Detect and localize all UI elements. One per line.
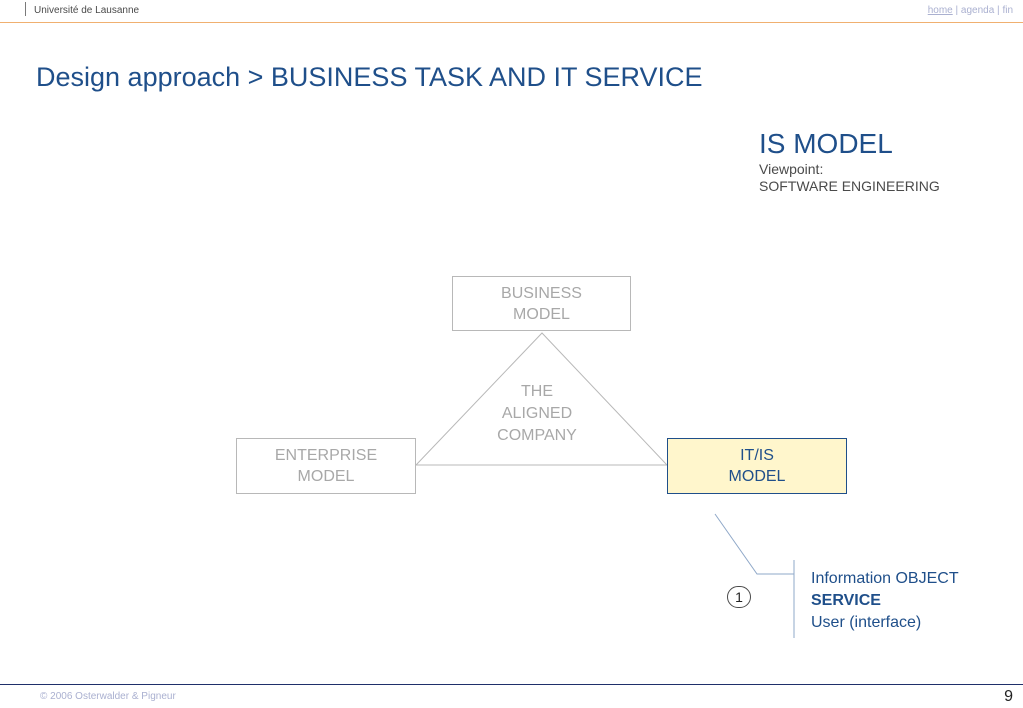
step-number-badge: 1 — [727, 586, 751, 608]
center-line1: THE — [521, 383, 553, 400]
nav-separator: | — [955, 5, 959, 16]
itis-model-box: IT/IS MODEL — [667, 438, 847, 494]
business-model-line2: MODEL — [513, 305, 570, 323]
info-object-label: Information OBJECT — [811, 570, 959, 587]
is-model-block: IS MODEL Viewpoint: SOFTWARE ENGINEERING — [759, 127, 940, 195]
service-label: SERVICE — [811, 592, 881, 609]
nav-home-link[interactable]: home — [927, 5, 953, 16]
nav-fin-link[interactable]: fin — [1002, 5, 1013, 16]
alignment-triangle — [414, 332, 669, 466]
enterprise-model-box: ENTERPRISE MODEL — [236, 438, 416, 494]
itis-model-line2: MODEL — [728, 468, 786, 485]
top-bar: Université de Lausanne home | agenda | f… — [0, 0, 1023, 22]
page-number: 9 — [1004, 688, 1013, 705]
enterprise-model-line1: ENTERPRISE — [274, 447, 378, 464]
footer-copyright: © 2006 Osterwalder & Pigneur — [40, 691, 176, 702]
center-line3: COMPANY — [497, 427, 577, 444]
top-rule — [0, 22, 1023, 23]
enterprise-model-line2: MODEL — [297, 468, 355, 485]
header-divider — [25, 2, 26, 16]
bottom-rule — [0, 684, 1023, 685]
viewpoint-value: SOFTWARE ENGINEERING — [759, 178, 940, 194]
center-line2: ALIGNED — [501, 405, 573, 422]
aligned-company-label: THE ALIGNED COMPANY — [477, 381, 597, 447]
nav-separator: | — [997, 5, 1000, 16]
viewpoint-label: Viewpoint: — [759, 161, 824, 177]
callout-connector — [714, 513, 794, 575]
business-model-box: BUSINESS MODEL — [452, 276, 631, 331]
business-model-line1: BUSINESS — [501, 284, 582, 302]
user-interface-label: User (interface) — [811, 614, 922, 631]
slide-title: Design approach > BUSINESS TASK AND IT S… — [36, 62, 703, 92]
itis-model-line1: IT/IS — [740, 447, 774, 464]
is-model-heading: IS MODEL — [759, 128, 893, 159]
nav-agenda-link[interactable]: agenda — [960, 5, 995, 16]
top-nav: home | agenda | fin — [928, 5, 1013, 16]
callout-text: Information OBJECT SERVICE User (interfa… — [811, 568, 959, 634]
university-name: Université de Lausanne — [34, 5, 140, 16]
